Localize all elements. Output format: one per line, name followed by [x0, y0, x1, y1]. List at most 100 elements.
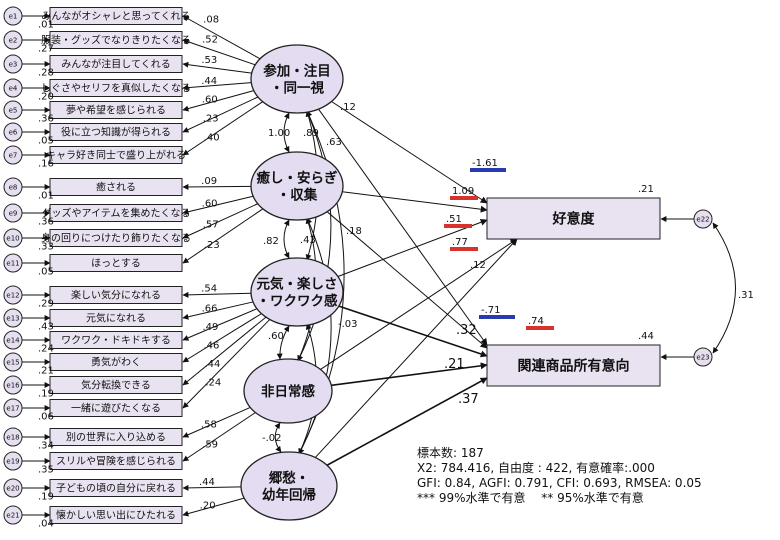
latent-label-sanka-1: 参加・注目	[263, 63, 331, 80]
outcome-r2-shoyu: .44	[638, 331, 654, 342]
significance-bar-sanka-shoyu	[479, 315, 515, 319]
indicator-label-2: 服装・グッズでなりきりたくなる	[41, 34, 191, 47]
latent-node-sanka	[250, 44, 344, 114]
indicator-r2-12: .29	[38, 299, 54, 310]
indicator-box-3	[49, 55, 183, 73]
path-value-hinichi-kokando: .77	[452, 237, 468, 248]
path-arrow-hinichi-shoyu	[331, 362, 488, 387]
path-value-iyashi-shoyu: .74	[528, 316, 544, 327]
loading-value-14: .49	[202, 322, 218, 333]
latent-label-iyashi-1: 癒し・安らぎ	[257, 170, 338, 187]
error-label-e10: e10	[6, 235, 19, 243]
loading-arrow-11	[182, 208, 264, 264]
significance-bar-sanka-kokando	[470, 168, 506, 172]
indicator-box-17	[49, 399, 183, 417]
error-label-e13: e13	[6, 315, 19, 323]
indicator-r2-11: .05	[38, 267, 54, 278]
loading-arrow-16	[182, 316, 267, 386]
loading-value-12: .54	[201, 284, 217, 295]
path-value-iyashi-kokando: 1.09	[452, 186, 474, 197]
indicator-box-5	[49, 101, 183, 119]
loading-arrow-20	[182, 484, 242, 491]
loading-value-19: .59	[202, 439, 218, 450]
significance-bar-hinichi-kokando	[450, 247, 478, 251]
indicator-label-15: 勇気がわく	[91, 356, 141, 369]
error-label-e6: e6	[9, 129, 18, 137]
indicator-r2-20: .19	[38, 492, 54, 503]
error-label-e19: e19	[6, 458, 19, 466]
correlation-value-genki-hinichi: .60	[268, 331, 284, 342]
loading-value-17: .24	[205, 378, 221, 389]
indicator-box-8	[49, 178, 183, 196]
error-label-e21: e21	[6, 512, 19, 520]
indicator-box-14	[49, 331, 183, 349]
loading-value-8: .09	[201, 176, 217, 187]
indicator-box-15	[49, 353, 183, 371]
indicator-box-7	[49, 146, 183, 164]
correlation-value-iyashi-kyoshu: .18	[346, 226, 362, 237]
fit-note-1: 標本数: 187	[417, 445, 484, 460]
correlation-value-iyashi-hinichi: .43	[300, 235, 316, 246]
loading-arrow-9	[182, 195, 254, 215]
indicator-box-18	[49, 428, 183, 446]
indicator-box-12	[49, 286, 183, 304]
indicator-r2-7: .16	[38, 159, 54, 170]
loading-arrow-6	[182, 96, 259, 133]
error-label-e11: e11	[6, 260, 19, 268]
path-value-kyoshu-shoyu: .37	[458, 392, 479, 407]
correlation-hinichi-kyoshu	[274, 422, 282, 453]
indicator-r2-18: .34	[38, 441, 54, 452]
indicator-box-11	[49, 254, 183, 272]
significance-bar-iyashi-kokando	[450, 196, 478, 200]
loading-value-21: .20	[200, 500, 216, 511]
indicator-box-16	[49, 376, 183, 394]
loading-value-15: .46	[203, 340, 219, 351]
path-arrow-sanka-shoyu	[318, 108, 488, 346]
error-label-e18: e18	[6, 434, 19, 442]
error-node-e13	[3, 308, 23, 328]
loading-value-2: .52	[202, 34, 218, 45]
indicator-box-1	[49, 7, 183, 25]
indicator-box-20	[49, 479, 183, 497]
indicator-box-10	[49, 229, 183, 247]
latent-label-kyoshu-1: 郷愁・	[269, 470, 310, 487]
indicator-label-14: ワクワク・ドキドキする	[61, 335, 171, 347]
latent-node-iyashi	[250, 151, 344, 221]
correlation-value-sanka-genki: .89	[303, 128, 319, 139]
error-node-e15	[3, 352, 23, 372]
loading-arrow-17	[182, 319, 271, 409]
latent-label-genki-2: ・ワクワク感	[257, 293, 338, 310]
loading-arrow-10	[182, 203, 258, 239]
indicator-box-9	[49, 204, 183, 222]
indicator-label-6: 役に立つ知識が得られる	[61, 126, 171, 139]
error-label-e5: e5	[9, 107, 18, 115]
indicator-r2-13: .43	[38, 322, 54, 333]
correlation-value-hinichi-kyoshu: -.02	[262, 433, 282, 444]
outcome-box-kokando	[486, 197, 661, 240]
path-arrow-genki-kokando	[337, 218, 488, 277]
error-label-e20: e20	[6, 485, 19, 493]
loading-arrow-21	[182, 497, 245, 517]
indicator-label-8: 癒される	[96, 181, 136, 194]
error-node-e17	[3, 398, 23, 418]
indicator-box-21	[49, 506, 183, 524]
outcome-box-shoyu	[486, 344, 661, 387]
error-node-e18	[3, 427, 23, 447]
loading-value-20: .44	[199, 477, 215, 488]
path-value-kyoshu-kokando: .12	[470, 260, 486, 271]
indicator-label-11: ほっとする	[91, 258, 141, 270]
loading-arrow-8	[182, 183, 252, 190]
loading-arrow-19	[182, 412, 256, 462]
error-label-e2: e2	[9, 37, 18, 45]
error-label-e15: e15	[6, 359, 19, 367]
path-arrow-sanka-kokando	[331, 101, 488, 204]
path-value-genki-kokando: .51	[446, 214, 462, 225]
path-arrow-iyashi-kokando	[342, 191, 488, 213]
error-label-e4: e4	[9, 85, 18, 93]
loading-value-6: .23	[203, 113, 219, 124]
latent-label-hinichi-1: 非日常感	[261, 383, 315, 400]
loading-value-16: .44	[204, 359, 220, 370]
loading-value-1: .08	[203, 14, 219, 25]
covariance-value-e22-e23: .31	[738, 290, 754, 301]
